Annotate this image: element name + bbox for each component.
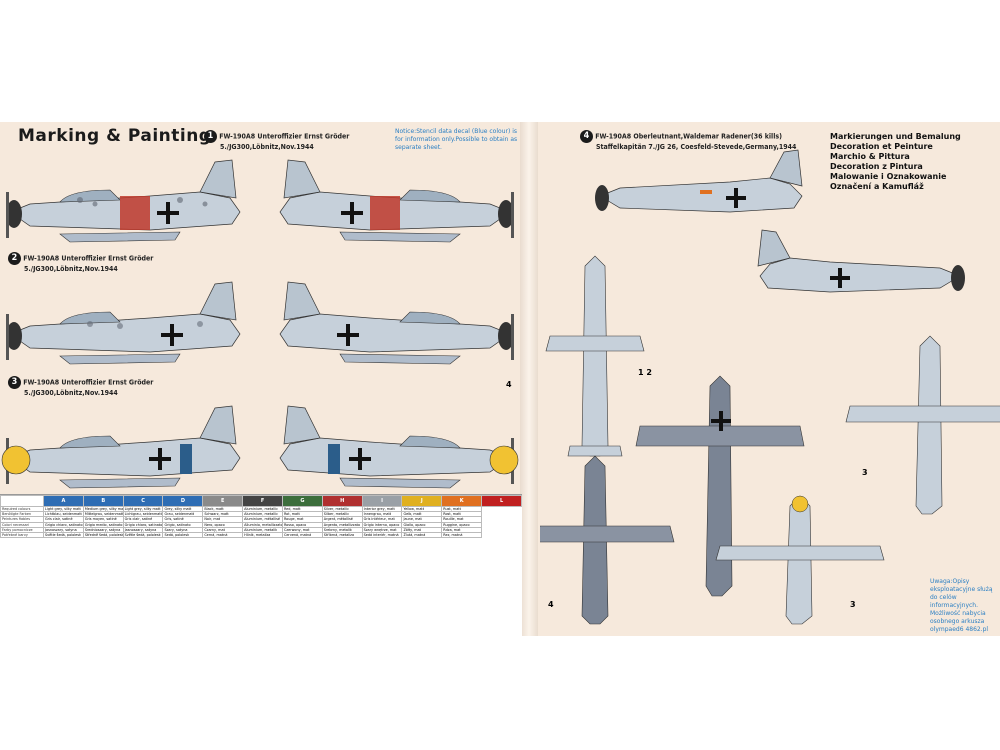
right-page-views xyxy=(540,149,1000,625)
colour-cell: Červená, matná xyxy=(281,531,323,539)
colour-cell: Aluminium, métallisé xyxy=(242,516,283,523)
colour-cell: Rez, matná xyxy=(441,531,483,539)
marker-3-right: 3 xyxy=(862,468,868,477)
row-label: Farby pomocnicze xyxy=(0,526,44,534)
colour-header-i: I xyxy=(361,495,403,507)
colour-cell: Šedá, pololesk xyxy=(162,531,204,539)
scheme-4-number: 4 xyxy=(580,130,593,143)
scheme-4-line2: Staffelkapitän 7./JG 26, Coesfeld-Steved… xyxy=(596,143,797,151)
colour-cell: Argento, metallizzato xyxy=(321,521,363,528)
colour-cell: Grigio medio, satinato xyxy=(82,521,124,528)
colour-cell: Aluminium, metallic xyxy=(242,505,283,513)
row-label: Peintures fiables xyxy=(0,516,44,523)
colour-cell: Černá, matná xyxy=(202,531,244,539)
language-titles: Markierungen und Bemalung Decoration et … xyxy=(830,132,961,192)
page-title: Marking & Painting xyxy=(18,126,212,146)
colour-cell: Szary wnętrze, mat xyxy=(361,526,403,534)
scheme-2-line2: 5./JG300,Löbnitz,Nov.1944 xyxy=(24,265,118,273)
lang-title-cz: Označení a Kamufláž xyxy=(830,182,924,191)
scheme-3-line2: 5./JG300,Löbnitz,Nov.1944 xyxy=(24,389,118,397)
colour-cell: Rouille, mat xyxy=(441,516,483,523)
marker-4-bottom: 4 xyxy=(548,600,554,609)
colour-header-k: K xyxy=(441,495,483,507)
colour-cell: Mittelgrau, seidenmatt xyxy=(82,511,124,518)
scheme-3-title: 3 FW-190A8 Unteroffizier Ernst Gröder 5.… xyxy=(8,376,153,397)
scheme-3-line1: FW-190A8 Unteroffizier Ernst Gröder xyxy=(23,378,154,387)
marker-3-bottom: 3 xyxy=(850,600,856,609)
colour-cell: Aluminium, metalik xyxy=(242,526,283,534)
scheme-1-line1: FW-190A8 Unteroffizier Ernst Gröder xyxy=(219,132,350,141)
stencil-notice: Notice:Stencil data decal (Blue colour) … xyxy=(395,128,518,151)
colour-cell: Středně šedá, pololesk xyxy=(82,531,124,539)
colour-cell: Světle šedá, pololesk xyxy=(43,531,84,539)
marker-4-left: 4 xyxy=(506,380,512,389)
colour-cell: Grigio interno, opaco xyxy=(361,521,403,528)
lang-title-fr: Decoration et Peinture xyxy=(830,142,933,151)
usage-note: Uwaga:Opisy eksploatacyjne służą do celó… xyxy=(930,578,993,633)
page-gutter xyxy=(520,122,538,636)
colour-cell: Lichtgrau, seidenmatt xyxy=(122,511,164,518)
marking-sheet: Marking & Painting 1 FW-190A8 Unteroffiz… xyxy=(0,122,1000,636)
row-label: Required colours xyxy=(0,505,44,513)
lang-title-de: Markierungen und Bemalung xyxy=(830,132,961,141)
colour-cell: Alluminio, metallizzato xyxy=(242,521,283,528)
scheme-2-line1: FW-190A8 Unteroffizier Ernst Gröder xyxy=(23,254,154,263)
colour-cell: Grigio chiaro, satinato xyxy=(122,521,164,528)
colour-header-l: L xyxy=(481,495,522,507)
scheme-4-title: 4 FW-190A8 Oberleutnant,Waldemar Radener… xyxy=(580,130,796,151)
colour-cell: Šedá interiér, matná xyxy=(361,531,403,539)
row-label: Colori necessari xyxy=(0,521,44,528)
colour-header-a: A xyxy=(43,495,84,507)
scheme-2-number: 2 xyxy=(8,252,21,265)
colour-header-b: B xyxy=(82,495,124,507)
colour-cell: Žlutá, matná xyxy=(401,531,443,539)
scheme-1-number: 1 xyxy=(204,130,217,143)
colour-cell: Aluminium, metallic xyxy=(242,511,283,518)
colour-header-j: J xyxy=(401,495,443,507)
scheme-4-line1: FW-190A8 Oberleutnant,Waldemar Radener(3… xyxy=(595,132,782,141)
colour-table-corner xyxy=(0,495,44,507)
scheme-1-title: 1 FW-190A8 Unteroffizier Ernst Gröder 5.… xyxy=(204,130,349,151)
colour-cell: Stříbrná, metalíza xyxy=(321,531,363,539)
scheme-3-number: 3 xyxy=(8,376,21,389)
colour-header-d: D xyxy=(162,495,204,507)
scheme-2-title: 2 FW-190A8 Unteroffizier Ernst Gröder 5.… xyxy=(8,252,153,273)
colour-cell: Light grey, silky matt xyxy=(43,505,84,513)
colour-cell: Light grey, silky matt xyxy=(122,505,164,513)
colour-cell: Ruggine, opaco xyxy=(441,521,483,528)
colour-header-f: F xyxy=(242,495,283,507)
lang-title-it: Marchio & Pittura xyxy=(830,152,910,161)
colour-header-g: G xyxy=(281,495,323,507)
lang-title-pl: Malowanie i Oznakowanie xyxy=(830,172,947,181)
colour-cell: Světle šedá, pololesk xyxy=(122,531,164,539)
colour-cell: Średnioszary, satyna xyxy=(82,526,124,534)
side-profiles xyxy=(1,159,519,489)
scheme-1-line2: 5./JG300,Löbnitz,Nov.1944 xyxy=(220,143,314,151)
colour-cell: Medium grey, silky matt xyxy=(82,505,124,513)
colour-header-c: C xyxy=(122,495,164,507)
colour-cell: Lichtblau, seidenmatt xyxy=(43,511,84,518)
lang-title-es: Decoration z Pintura xyxy=(830,162,923,171)
colour-header-h: H xyxy=(321,495,363,507)
marker-12: 1 2 xyxy=(638,368,652,377)
row-label: Benötigte Farben xyxy=(0,511,44,518)
colour-cell: Hliník, metalíza xyxy=(242,531,283,539)
row-label: Potřebné barvy xyxy=(0,531,44,539)
colour-cell: Grigio chiaro, satinato xyxy=(43,521,84,528)
colour-header-e: E xyxy=(202,495,244,507)
